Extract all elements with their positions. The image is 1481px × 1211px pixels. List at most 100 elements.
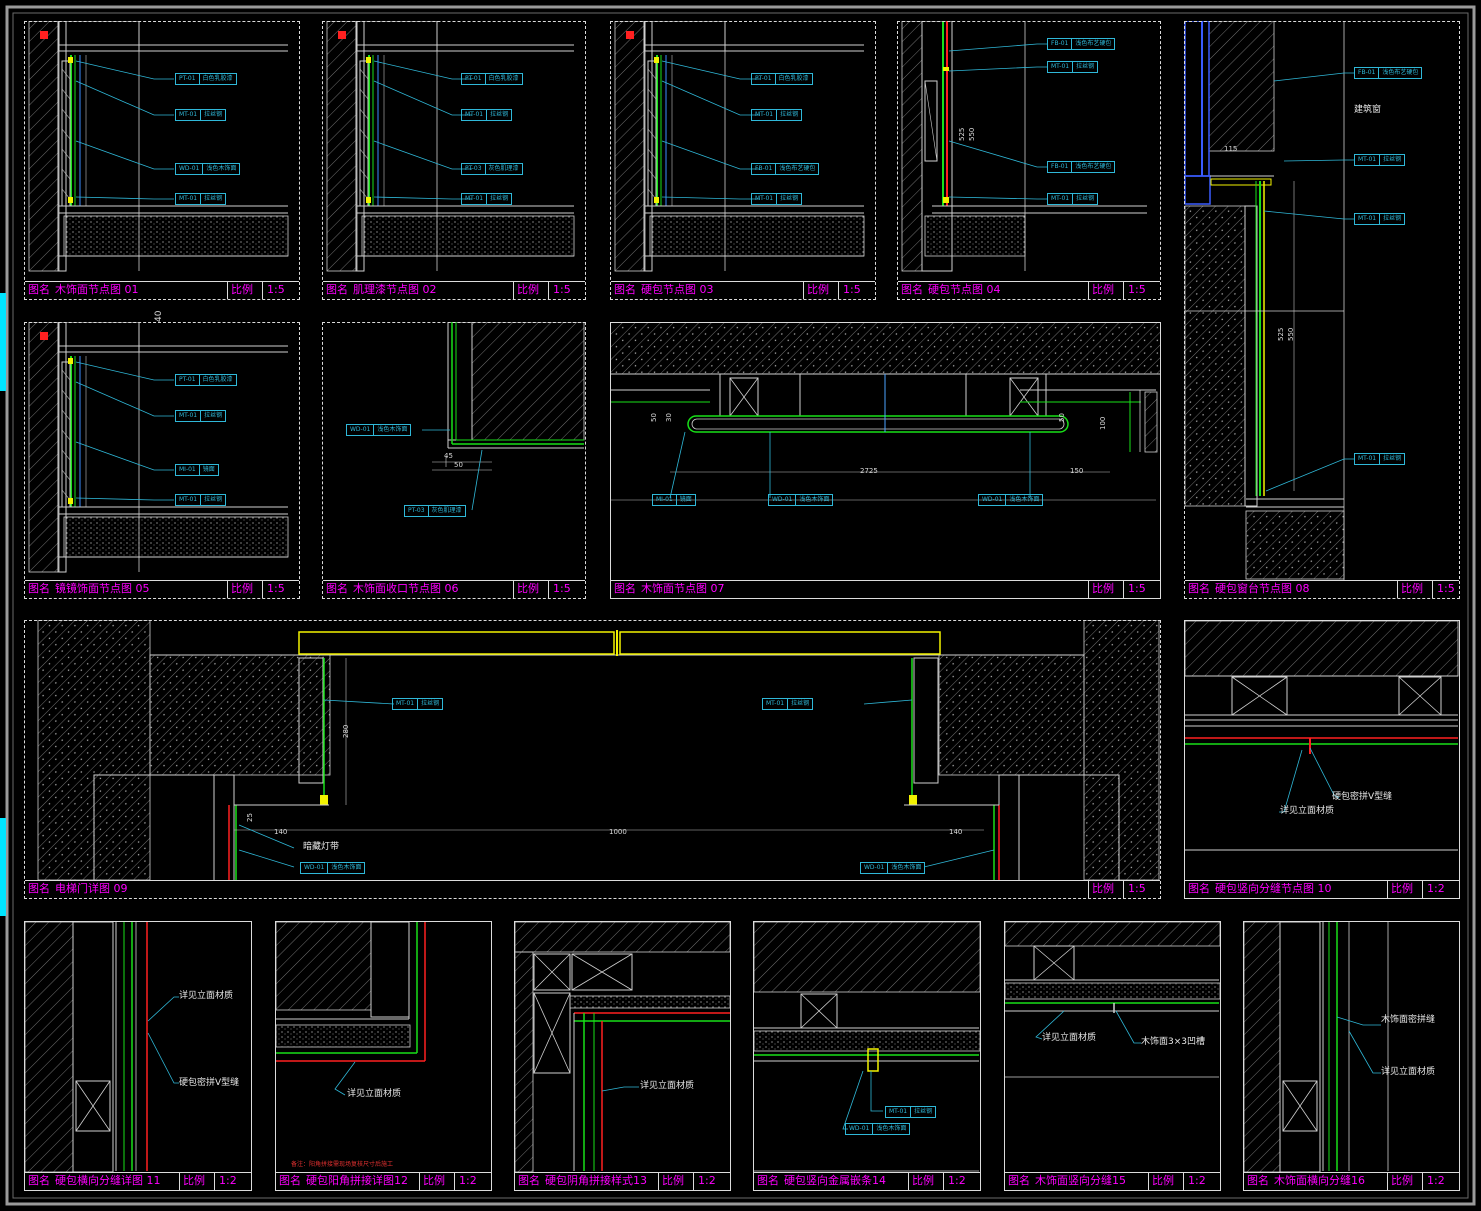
red-anchor xyxy=(40,332,48,340)
title-divider xyxy=(1183,1173,1184,1190)
sill-top-trim xyxy=(1210,178,1272,186)
scale-prefix: 比例 xyxy=(517,283,539,296)
drawing-title: 木饰面竖向分缝15 xyxy=(1035,1174,1126,1187)
door-leaf-right xyxy=(619,631,941,655)
leader-line xyxy=(1265,458,1354,492)
leader-line xyxy=(1279,749,1303,813)
dimension-text: 525 xyxy=(1277,327,1285,341)
material-code: MT-01 xyxy=(1355,454,1381,464)
drawing-scale: 1:5 xyxy=(1437,582,1455,595)
leader-line xyxy=(1263,210,1354,220)
material-code: FB-01 xyxy=(1355,68,1380,78)
title-name-prefix: 图名 xyxy=(1247,1174,1269,1187)
leader-line xyxy=(870,1071,883,1112)
drawing-scale: 1:2 xyxy=(1188,1174,1206,1187)
title-divider xyxy=(1123,282,1124,299)
red-anchor xyxy=(40,31,48,39)
leader-line xyxy=(1348,1030,1381,1074)
leader-line xyxy=(373,196,472,200)
material-description: 浅色木饰面 xyxy=(206,165,237,172)
stud xyxy=(1279,921,1321,1172)
batten-cross xyxy=(647,168,657,180)
title-name-prefix: 图名 xyxy=(901,283,923,296)
wood-block-cross xyxy=(1398,676,1442,716)
door-leaf-left xyxy=(298,631,615,655)
title-name-prefix: 图名 xyxy=(1188,882,1210,895)
wood-block-cross xyxy=(1231,676,1288,716)
material-code: MT-01 xyxy=(1355,214,1381,224)
title-name-prefix: 图名 xyxy=(757,1174,779,1187)
scale-prefix: 比例 xyxy=(1401,582,1423,595)
metal-trim-bottom xyxy=(68,498,73,504)
v-seam-note: 硬包密拼V型缝 xyxy=(179,1078,240,1088)
material-description: 白色乳胶漆 xyxy=(778,75,809,82)
drawing-title: 镜镜饰面节点图 05 xyxy=(55,582,150,595)
title-divider xyxy=(1422,881,1423,898)
metal-trim-bottom xyxy=(68,197,73,203)
wall-stud xyxy=(1244,205,1258,507)
material-description: 拉丝钢 xyxy=(914,1108,933,1115)
material-code: WD-01 xyxy=(301,863,329,873)
batten-cross xyxy=(61,369,71,381)
wood-block xyxy=(1282,1080,1318,1132)
material-description: 拉丝钢 xyxy=(780,111,799,118)
drawing-title: 硬包节点图 04 xyxy=(928,283,1001,296)
title-divider xyxy=(179,1173,180,1190)
wood-block-cross xyxy=(571,953,633,991)
ceiling-box-right xyxy=(965,373,1047,417)
leader-line xyxy=(661,60,760,80)
scale-prefix: 比例 xyxy=(1152,1174,1174,1187)
material-code: PT-03 xyxy=(405,506,429,516)
material-code: MT-01 xyxy=(462,194,488,204)
drawing-title: 木饰面横向分缝16 xyxy=(1274,1174,1365,1187)
wood-block xyxy=(75,1080,111,1132)
material-description: 拉丝钢 xyxy=(1076,195,1095,202)
wood-recess-frame xyxy=(687,415,1069,433)
ceiling-slab xyxy=(58,322,140,353)
drawing-scale: 1:5 xyxy=(843,283,861,296)
wall-core xyxy=(921,21,953,272)
drawing-title: 硬包阳角拼接详图12 xyxy=(306,1174,408,1187)
material-code: FB-01 xyxy=(752,164,777,174)
floor-screed xyxy=(649,215,865,257)
leader-line xyxy=(948,66,1047,72)
board-layer xyxy=(569,995,731,1009)
leader-line xyxy=(147,1032,179,1084)
leader-line xyxy=(948,43,1047,52)
title-name-prefix: 图名 xyxy=(614,283,636,296)
material-description: 拉丝钢 xyxy=(204,496,223,503)
groove-note: 木饰面3×3凹槽 xyxy=(1141,1037,1205,1047)
see-elevation-note: 详见立面材质 xyxy=(640,1081,695,1091)
drawing-scale: 1:2 xyxy=(1427,1174,1445,1187)
title-divider xyxy=(454,1173,455,1190)
wall-hatch xyxy=(275,921,372,1011)
leader-line xyxy=(75,140,174,170)
title-divider xyxy=(214,1173,215,1190)
panel-drawing xyxy=(901,21,1147,272)
dimension-text: 100 xyxy=(1099,416,1107,430)
panel-drawing xyxy=(1184,21,1354,580)
panel-drawing xyxy=(28,21,289,272)
leader-line xyxy=(373,140,472,170)
title-divider xyxy=(943,1173,944,1190)
leader-line xyxy=(75,497,174,501)
material-code: PT-03 xyxy=(462,164,486,174)
metal-trim-bottom xyxy=(366,197,371,203)
dimension-text: 2725 xyxy=(860,467,878,475)
